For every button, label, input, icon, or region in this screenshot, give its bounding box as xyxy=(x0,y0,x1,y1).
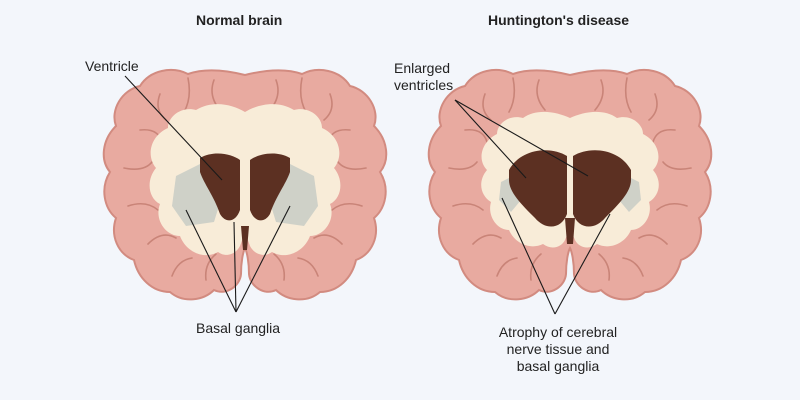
basal-ganglia-pointer-line-3 xyxy=(235,205,291,313)
atrophy-pointer-line-2 xyxy=(554,213,611,315)
left-ventricle-right xyxy=(250,153,290,221)
right-ventricle-left xyxy=(509,150,567,227)
right-label-lines xyxy=(454,99,611,315)
ventricle-pointer-line xyxy=(124,75,223,181)
huntingtons-disease-title: Huntington's disease xyxy=(488,12,630,28)
atrophy-label: Atrophy of cerebral nerve tissue and bas… xyxy=(498,324,618,374)
right-ventricle-right xyxy=(573,150,631,227)
right-white-matter xyxy=(481,111,659,248)
left-sulci xyxy=(123,77,367,281)
enlarged-ventricles-label: Enlarged ventricles xyxy=(394,60,454,93)
right-third-ventricle xyxy=(565,218,575,244)
basal-ganglia-pointer-line-1 xyxy=(185,209,237,313)
left-ventricle-left xyxy=(200,153,240,221)
basal-ganglia-label: Basal ganglia xyxy=(196,320,281,336)
normal-brain-illustration xyxy=(102,69,388,313)
right-sulci xyxy=(448,77,692,281)
enlarged-ventricles-pointer-line-1 xyxy=(454,99,527,179)
enlarged-ventricles-pointer-line-2 xyxy=(454,99,589,177)
huntingtons-brain-illustration xyxy=(427,69,713,301)
normal-brain-title: Normal brain xyxy=(196,12,283,28)
ventricle-label: Ventricle xyxy=(85,58,139,74)
basal-ganglia-pointer-line-2 xyxy=(233,221,237,313)
left-third-ventricle xyxy=(241,226,249,250)
atrophy-pointer-line-1 xyxy=(501,197,556,315)
